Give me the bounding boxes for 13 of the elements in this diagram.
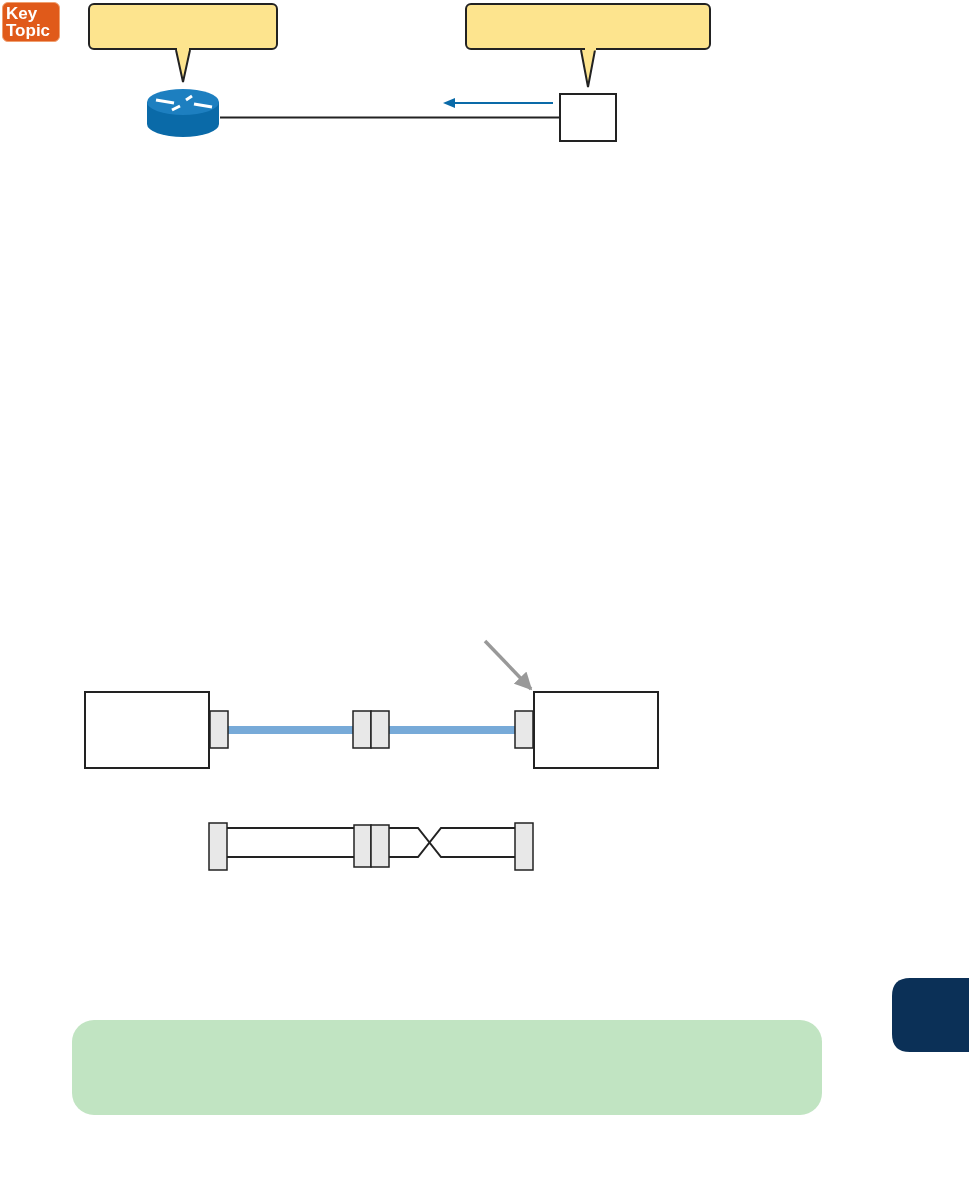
arrow [483, 639, 533, 691]
callout-pointer [175, 49, 191, 83]
note-panel [72, 1020, 822, 1115]
cable [228, 726, 515, 734]
link-line [219, 116, 560, 119]
device-box [559, 93, 617, 142]
device-box [533, 691, 659, 769]
callout-bubble [465, 3, 711, 50]
device-box [84, 691, 210, 769]
callout-bubble [88, 3, 278, 50]
topic-tag: Key Topic [2, 2, 60, 42]
router-icon [146, 88, 220, 138]
callout-pointer [580, 49, 596, 88]
